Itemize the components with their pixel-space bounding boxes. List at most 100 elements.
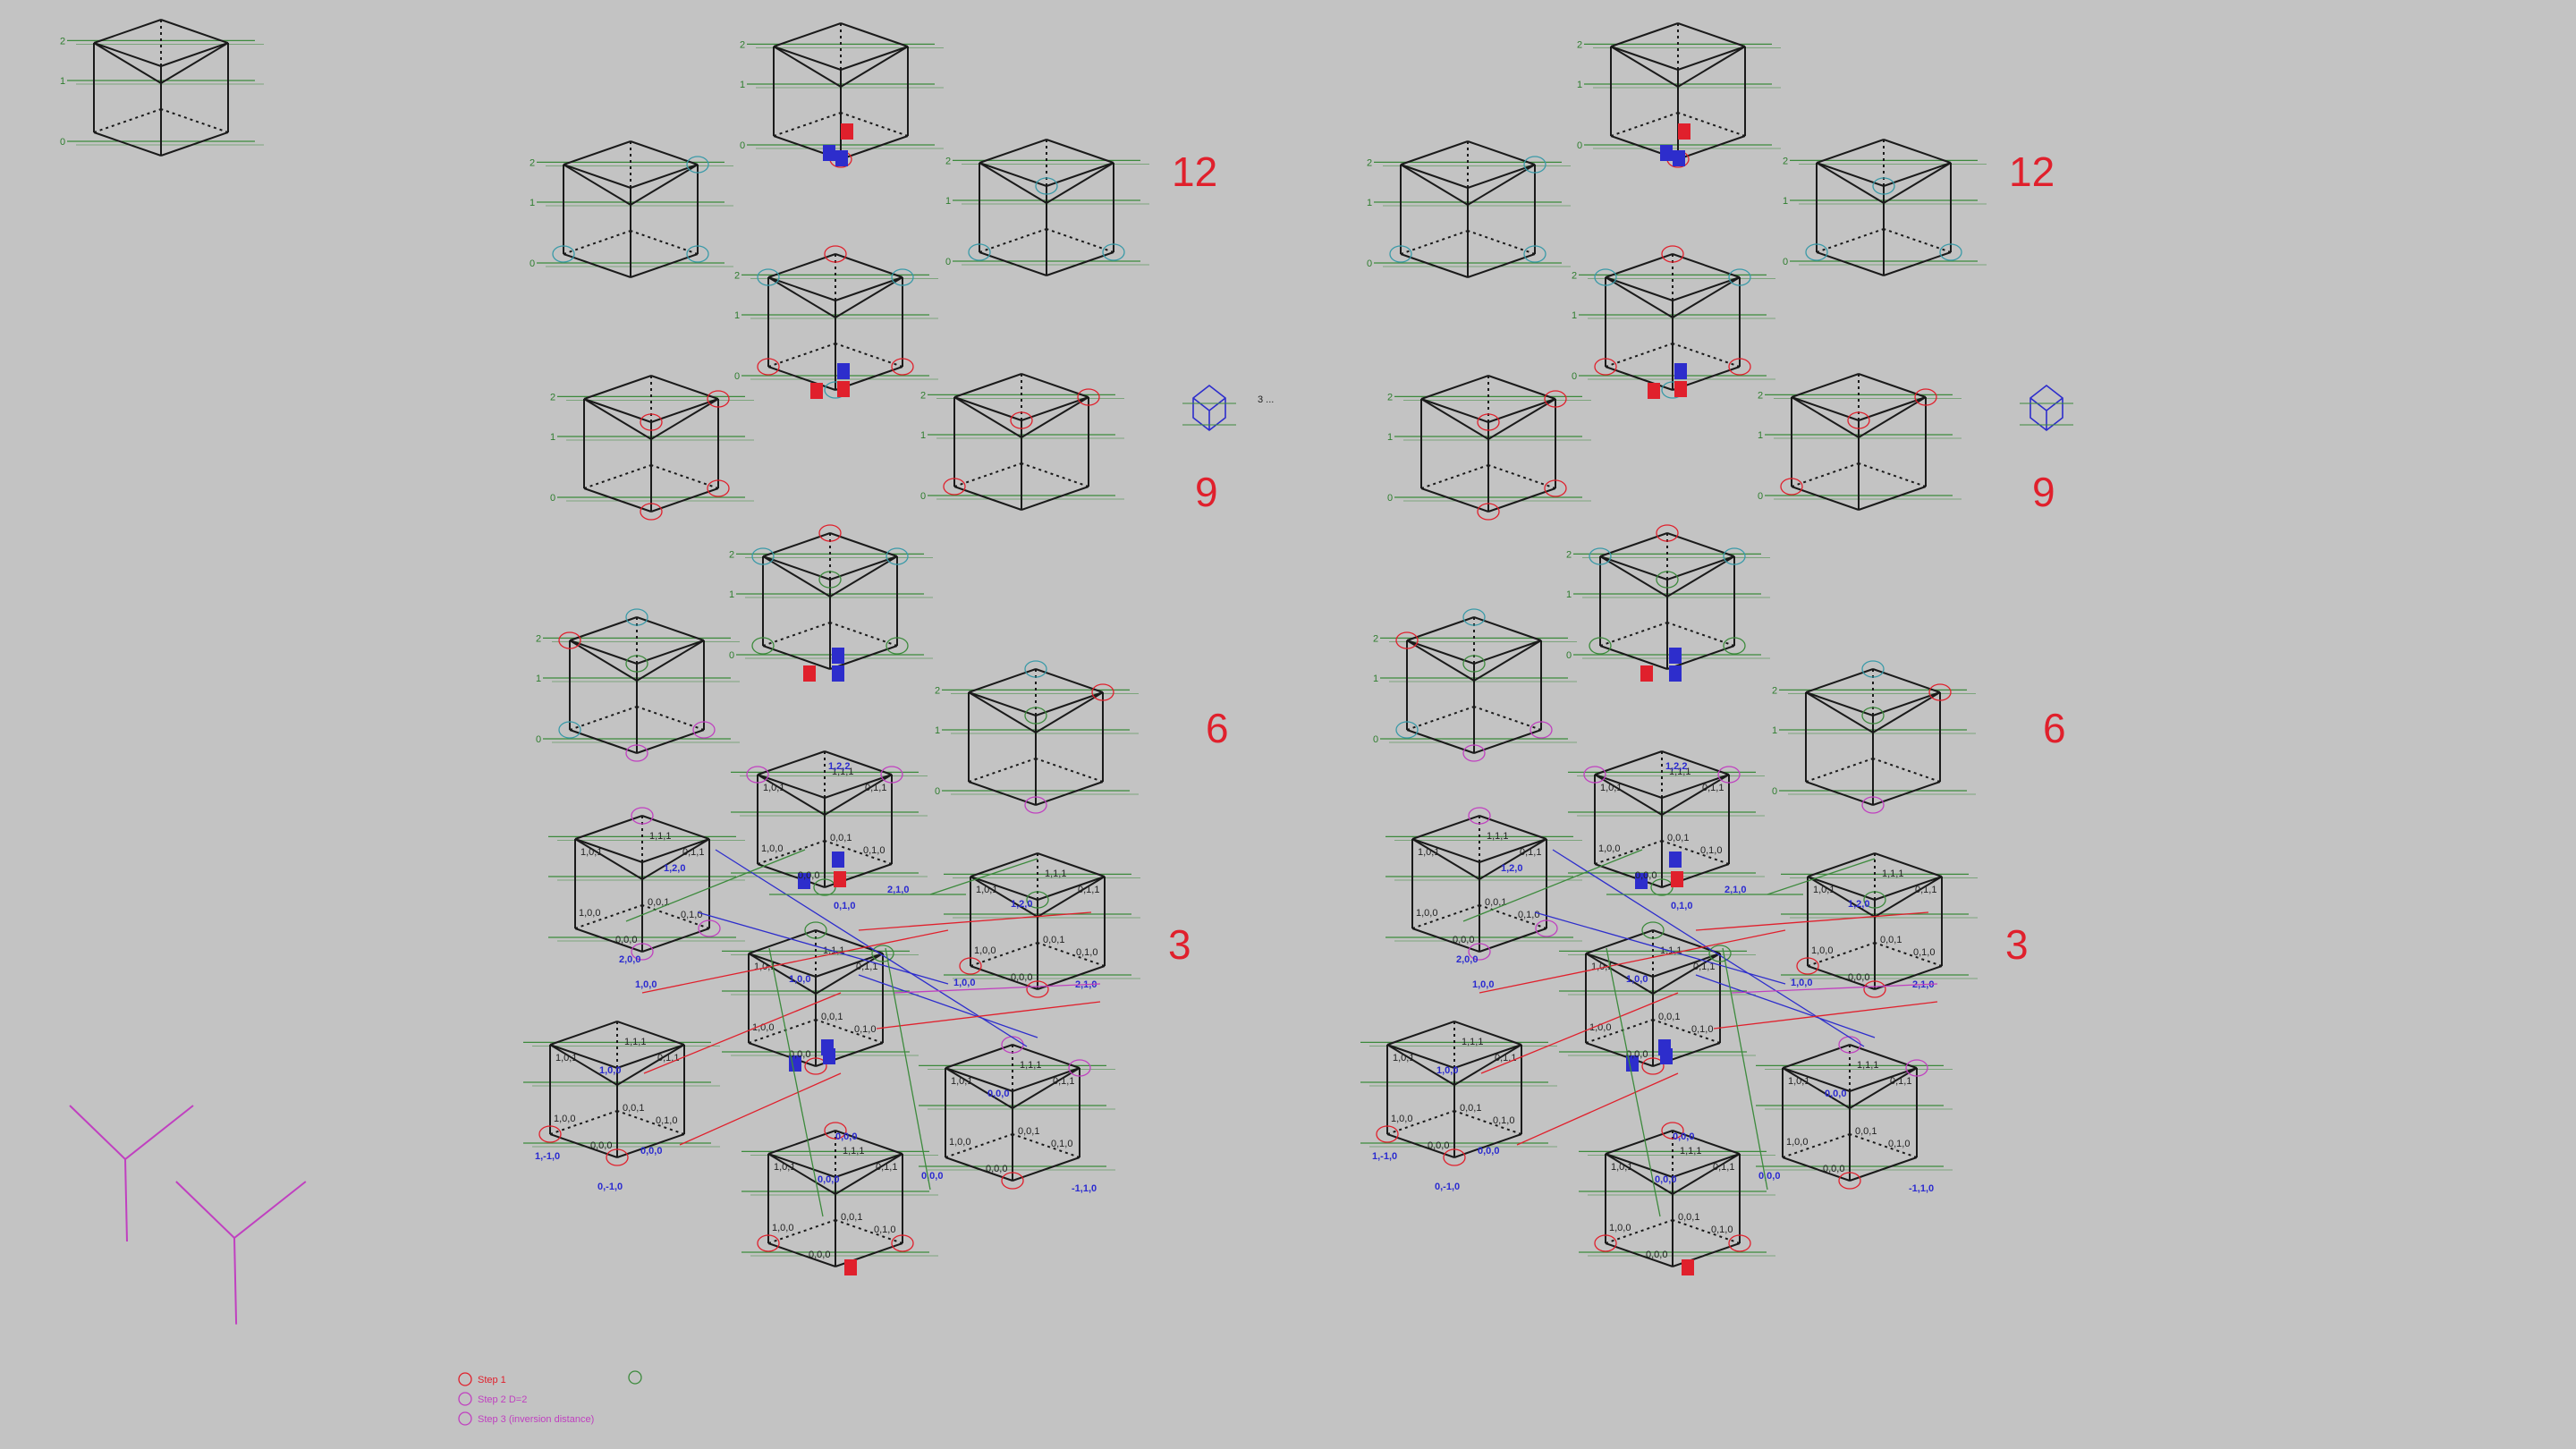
undefined	[569, 640, 638, 665]
level-label-0: 0	[920, 491, 926, 502]
undefined	[1874, 876, 1943, 918]
vertex-ring	[1077, 388, 1100, 406]
undefined	[549, 1021, 618, 1046]
vertex-ring	[1468, 943, 1491, 961]
undefined	[1406, 616, 1475, 641]
level-label-0: 0	[729, 650, 734, 661]
undefined	[650, 398, 719, 440]
vertex-label-a: 1,0,1	[763, 783, 784, 793]
undefined	[1874, 965, 1943, 990]
undefined	[1672, 253, 1741, 278]
undefined	[953, 396, 1022, 421]
legend-marker	[458, 1411, 472, 1426]
level-label-0: 0	[1758, 491, 1763, 502]
red-link	[1713, 1001, 1938, 1030]
undefined	[1420, 375, 1489, 400]
vertex-label-d: 0,1,0	[1493, 1115, 1514, 1126]
blue-marker	[832, 852, 844, 868]
vertex-ring	[1389, 245, 1412, 263]
undefined	[979, 162, 1047, 204]
vertex-ring	[1656, 571, 1679, 589]
vertex-label-e: 0,0,1	[648, 897, 669, 908]
vertex-label-e: 0,0,1	[821, 1012, 843, 1022]
hidden-edge	[1420, 464, 1489, 489]
green-link	[768, 947, 824, 1217]
red-link	[1695, 911, 1929, 931]
undefined	[1672, 276, 1741, 318]
vertex-ring	[824, 1122, 847, 1140]
green-link	[1462, 849, 1643, 922]
undefined	[641, 815, 710, 840]
undefined	[757, 774, 826, 816]
vertex-label-e: 0,0,1	[1667, 833, 1689, 843]
vertex-label-e: 0,0,1	[1658, 1012, 1680, 1022]
undefined	[968, 691, 1037, 716]
vertex-ring	[1462, 744, 1486, 762]
vertex-label-top: 1,1,1	[832, 767, 853, 777]
undefined	[636, 640, 705, 682]
undefined	[1386, 1133, 1455, 1158]
vertex-label-top: 1,1,1	[624, 1037, 646, 1047]
green-link	[1606, 947, 1661, 1217]
undefined	[1046, 251, 1114, 276]
hidden-edge	[1035, 758, 1104, 783]
vertex-ring	[824, 245, 847, 263]
undefined	[1807, 876, 1876, 918]
undefined	[762, 645, 831, 670]
vertex-label-a: 1,0,1	[1418, 847, 1439, 858]
row-total-9: 9	[1195, 469, 1218, 515]
blue-coordinate-label: 1,2,0	[1011, 899, 1032, 910]
cube: 012	[729, 524, 933, 682]
level-label-2: 2	[60, 36, 65, 47]
undefined	[1652, 953, 1721, 995]
vertex-label-d: 0,1,0	[1076, 947, 1097, 958]
vertex-ring	[751, 547, 775, 565]
vertex-label-b: 0,1,1	[856, 962, 877, 972]
undefined	[1585, 953, 1654, 995]
level-label-0: 0	[1577, 140, 1582, 151]
vertex-label-e: 0,0,1	[1880, 935, 1902, 945]
vertex-label-top: 1,1,1	[1680, 1146, 1701, 1157]
row-total-12: 12	[2009, 148, 2055, 195]
vertex-ring	[757, 1234, 780, 1252]
level-label-0: 0	[1367, 258, 1372, 269]
undefined	[636, 616, 705, 641]
undefined	[835, 1153, 903, 1178]
vertex-label-bottom: 0,0,0	[1626, 1049, 1648, 1060]
undefined	[1610, 22, 1679, 47]
tripod-sketch	[69, 1105, 194, 1242]
level-label-0: 0	[1387, 493, 1393, 504]
undefined	[1453, 1044, 1522, 1086]
undefined	[93, 19, 162, 44]
vertex-ring	[1661, 1122, 1684, 1140]
vertex-label-bottom: 0,0,0	[615, 935, 637, 945]
undefined	[549, 1133, 618, 1158]
undefined	[1672, 276, 1741, 301]
undefined	[1467, 164, 1536, 206]
undefined	[616, 1044, 685, 1086]
vertex-ring	[686, 156, 709, 174]
hidden-edge	[583, 464, 652, 489]
blue-coordinate-label: 0,-1,0	[1435, 1182, 1460, 1192]
undefined	[1782, 1157, 1851, 1182]
undefined	[650, 487, 719, 513]
level-label-2: 2	[1572, 270, 1577, 281]
red-link	[641, 929, 949, 994]
blue-marker	[832, 665, 844, 682]
undefined	[1037, 876, 1106, 918]
vertex-ring	[631, 807, 654, 825]
undefined	[1666, 532, 1735, 557]
undefined	[1046, 162, 1114, 204]
vertex-ring	[1717, 766, 1741, 784]
undefined	[1599, 555, 1668, 580]
blue-marker	[1669, 648, 1682, 664]
undefined	[1046, 139, 1114, 164]
undefined	[748, 953, 817, 978]
vertex-ring	[1939, 243, 1962, 261]
blue-marker	[832, 648, 844, 664]
undefined	[630, 164, 699, 189]
undefined	[1816, 251, 1885, 276]
level-label-2: 2	[1772, 685, 1777, 696]
